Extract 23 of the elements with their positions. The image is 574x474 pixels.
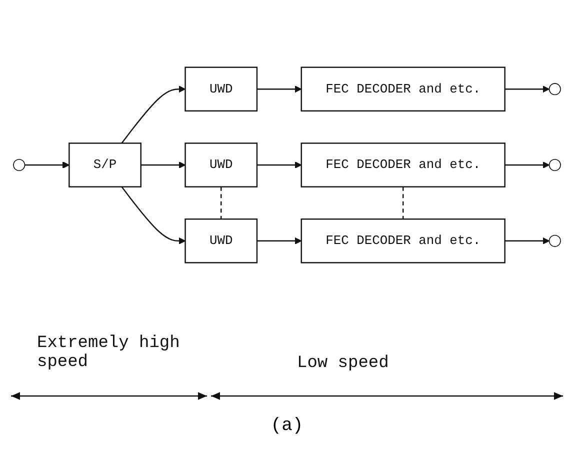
block-diagram: S/P UWD FEC DECODER and etc. UWD FEC DECODER and etc. UWD FEC DECODER and etc.: [7, 0, 567, 330]
arrow: [121, 86, 186, 144]
arrow: [121, 186, 186, 244]
dashed-line: [220, 186, 222, 220]
arrow: [256, 237, 302, 244]
node-box: [300, 218, 506, 264]
node-box: [300, 142, 506, 188]
node-box: [184, 218, 258, 264]
arrow: [504, 161, 550, 169]
speed-label: Low speed: [297, 354, 390, 373]
node-box: [184, 142, 258, 188]
node-box: [68, 142, 142, 188]
caption: (a): [270, 416, 304, 436]
node-box: [184, 66, 258, 112]
node-box: [300, 66, 506, 112]
dashed-line: [402, 186, 404, 220]
speed-label: Extremely high speed: [37, 334, 181, 372]
arrow: [256, 161, 302, 169]
arrow: [140, 161, 186, 169]
arrow: [24, 161, 70, 169]
arrow: [256, 86, 302, 93]
arrow: [504, 86, 550, 93]
arrow: [504, 237, 550, 244]
